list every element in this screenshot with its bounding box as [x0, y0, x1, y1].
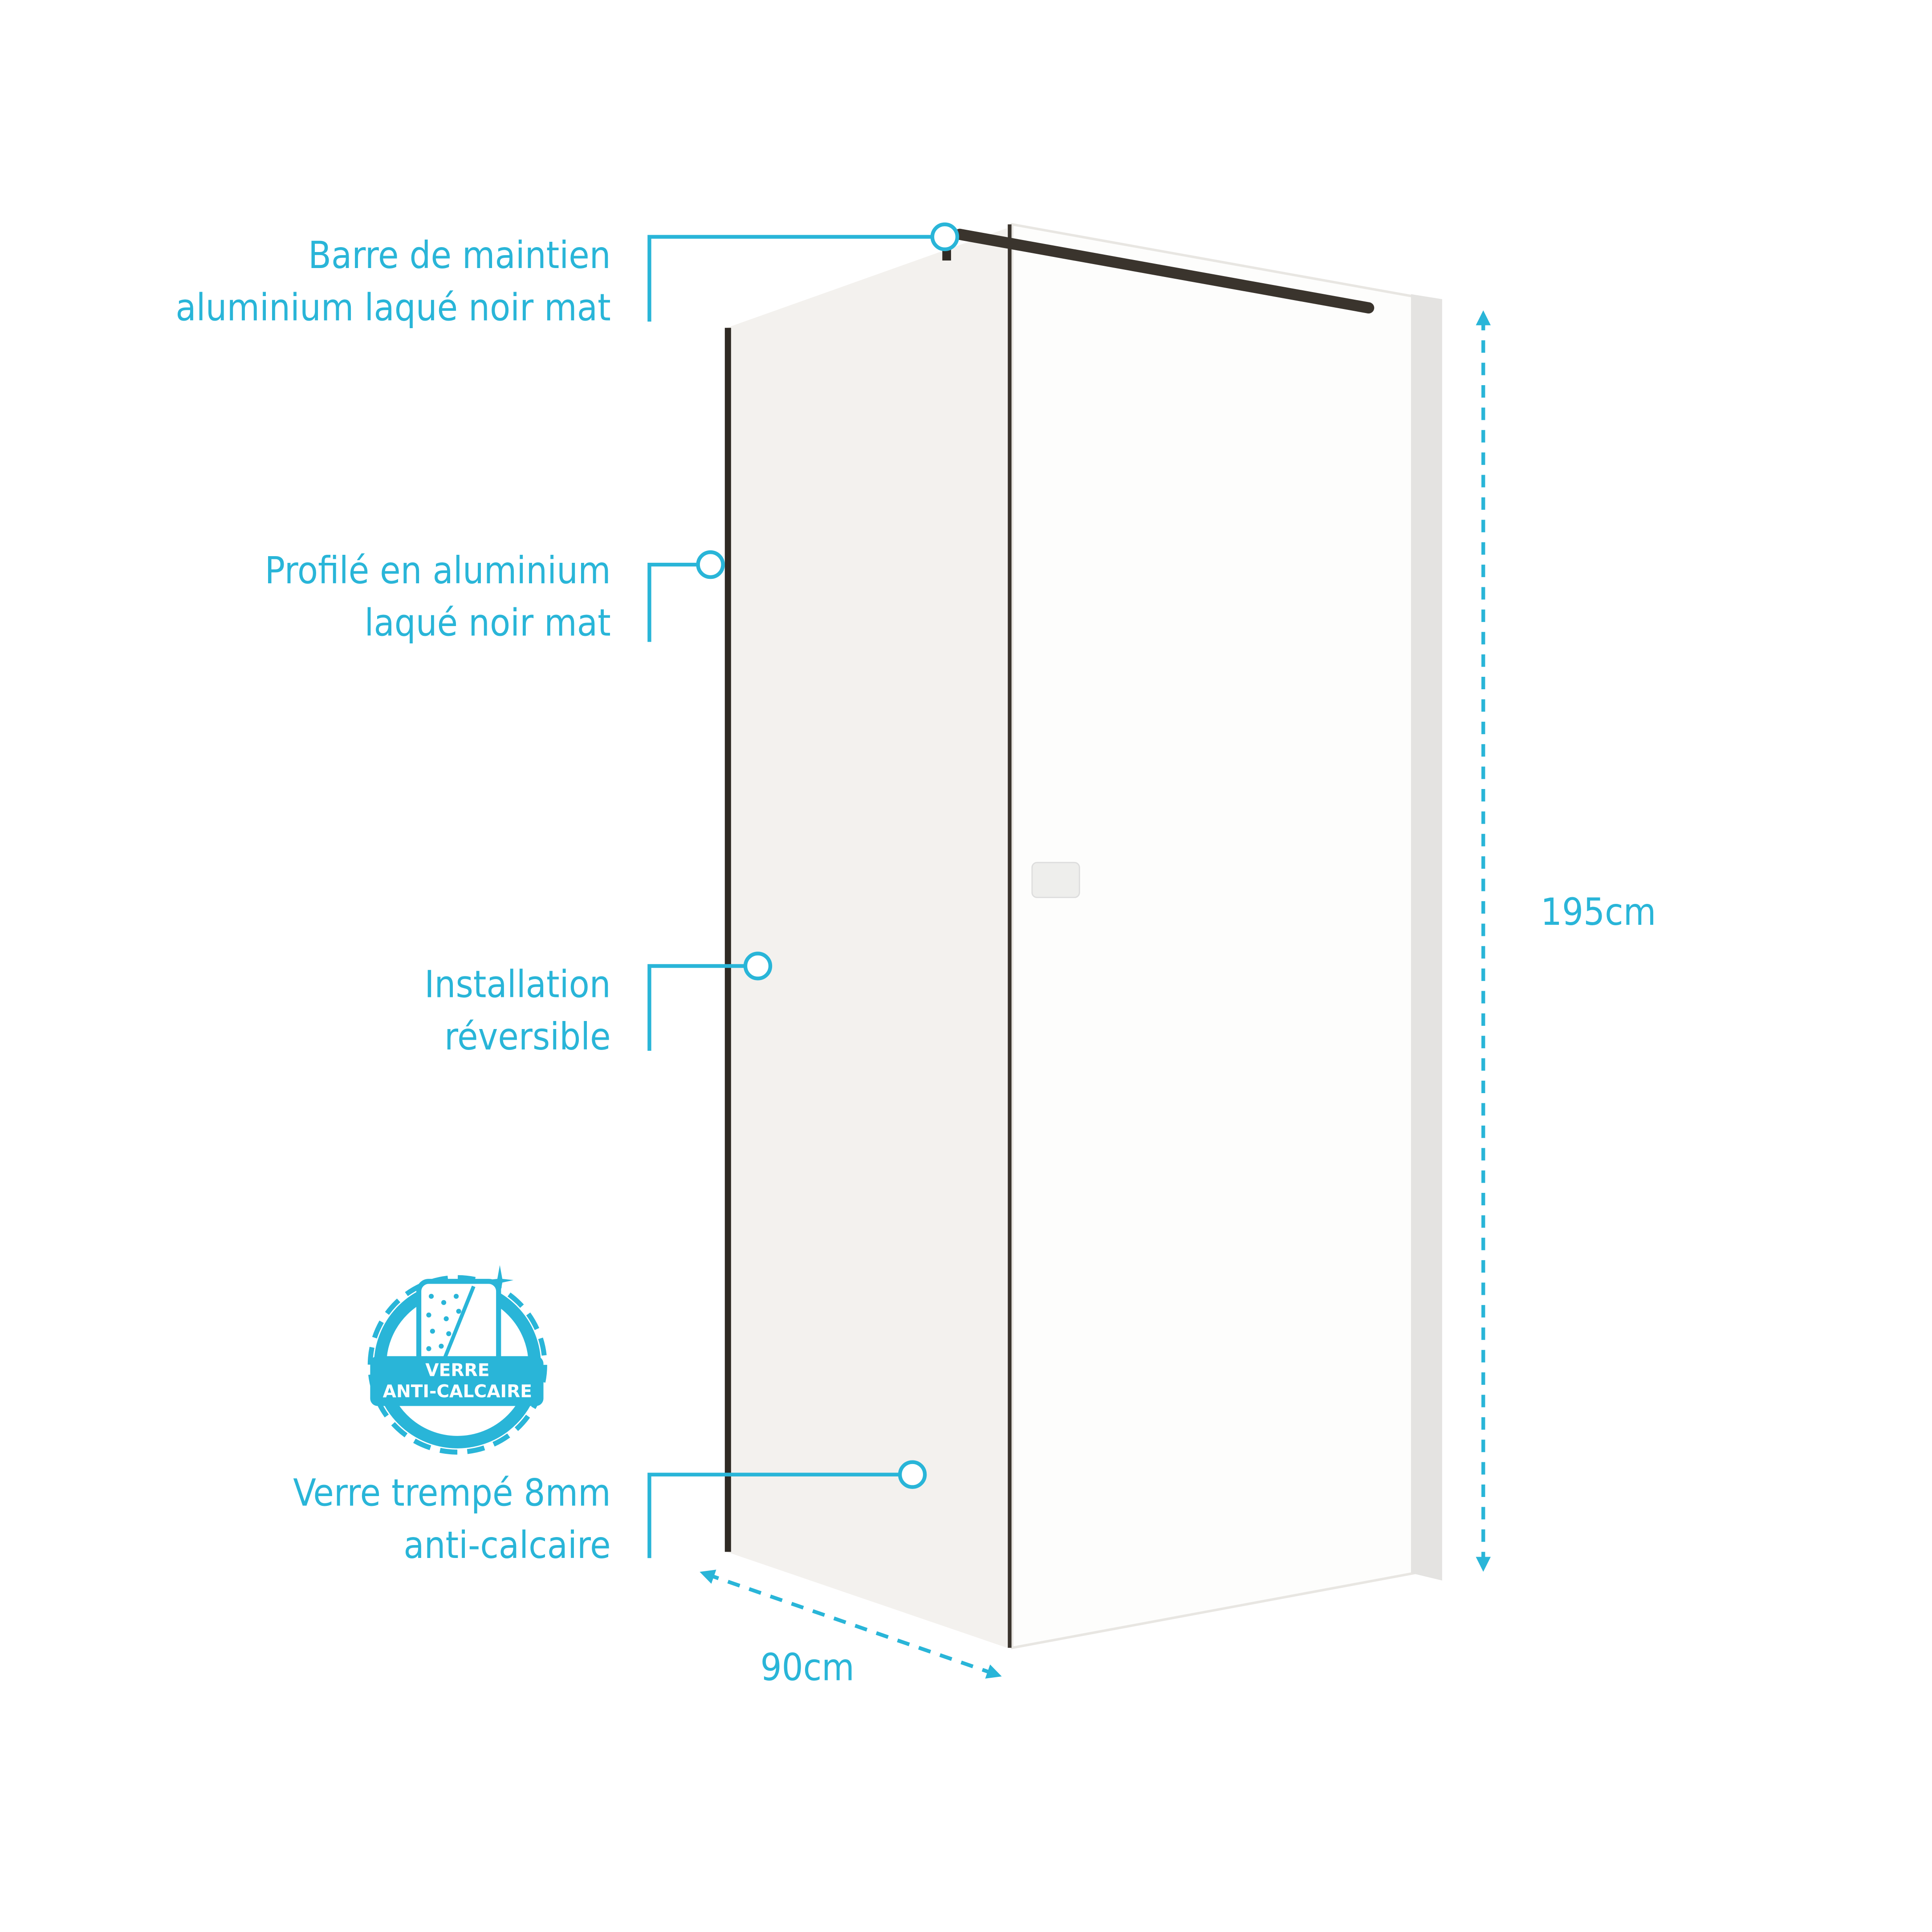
callout-label: Verre trempé 8mm: [293, 1471, 610, 1515]
callout-marker: [743, 952, 773, 980]
height-label: 195cm: [1541, 890, 1656, 934]
width-label: 90cm: [761, 1646, 854, 1689]
door-glass-panel: [1011, 223, 1416, 1650]
callout-label: laqué noir mat: [364, 601, 610, 645]
callout-support-bar: Barre de maintien aluminium laqué noir m…: [175, 222, 960, 329]
side-glass-panel: [727, 228, 1007, 1648]
callout-marker: [898, 1460, 927, 1489]
callout-label: Installation: [424, 962, 610, 1006]
door-edge: [1411, 294, 1442, 1581]
support-bar: [954, 228, 1375, 314]
callout-profile: Profilé en aluminium laqué noir mat: [265, 549, 725, 645]
callout-marker: [930, 222, 960, 252]
callout-label: réversible: [444, 1015, 611, 1058]
door-handle[interactable]: [1031, 862, 1080, 898]
width-dimension: 90cm: [700, 1570, 1002, 1689]
height-dimension: 195cm: [1476, 310, 1656, 1572]
callout-label: Profilé en aluminium: [265, 549, 611, 592]
callout-marker: [696, 550, 725, 579]
anti-limescale-badge: VERRE ANTI-CALCAIRE: [367, 1265, 547, 1455]
callout-installation: Installation réversible: [424, 952, 773, 1058]
shower-enclosure: [724, 223, 1442, 1650]
callout-label: anti-calcaire: [403, 1523, 610, 1567]
badge-line1: VERRE: [425, 1360, 489, 1380]
sparkle-icon: [486, 1265, 514, 1297]
callout-label: Barre de maintien: [308, 233, 611, 277]
callout-glass: Verre trempé 8mm anti-calcaire: [293, 1460, 927, 1567]
badge-line2: ANTI-CALCAIRE: [383, 1382, 532, 1402]
callout-label: aluminium laqué noir mat: [175, 285, 610, 329]
